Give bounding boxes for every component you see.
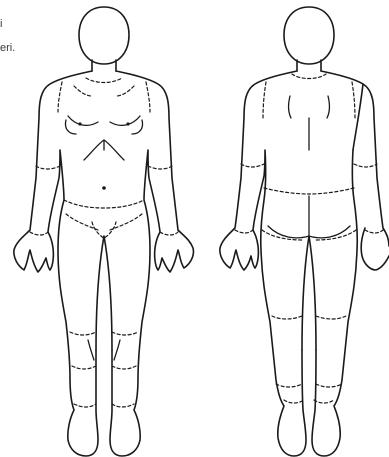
front-nipple-right (126, 122, 129, 125)
front-body-left-outline (14, 71, 98, 456)
front-knee-bottom-left (72, 366, 96, 369)
back-shoulder-left (263, 82, 266, 118)
front-groin-left (66, 214, 98, 230)
front-navel (102, 186, 106, 190)
front-head (79, 7, 129, 64)
front-neck-boundary (86, 78, 122, 83)
back-body-left-outline (220, 71, 306, 456)
front-knee-detail-left (88, 340, 94, 360)
front-ankle-right (112, 404, 134, 407)
front-waist (64, 200, 144, 208)
front-body-right-outline (110, 71, 193, 456)
front-neck (92, 60, 116, 71)
back-neck-boundary (292, 74, 326, 79)
back-body-figure (220, 7, 389, 456)
back-body-right-outline (312, 71, 389, 456)
front-body-figure (14, 7, 194, 456)
front-elbow-left (36, 166, 60, 169)
front-wrist-left (30, 232, 48, 235)
front-nipple-left (78, 122, 81, 125)
back-ankle-right (314, 400, 334, 403)
back-wrist-right (365, 230, 383, 233)
front-inner-legs (96, 236, 112, 350)
front-elbow-right (148, 166, 172, 169)
back-shoulder-right (352, 82, 355, 118)
back-scapula-right (327, 96, 329, 118)
back-head (284, 7, 334, 64)
back-calf-right (316, 384, 342, 387)
front-ankle-left (74, 404, 96, 407)
front-knee-detail-right (114, 340, 120, 360)
front-knee-bottom-right (112, 366, 136, 369)
front-clavicle-right (116, 86, 134, 96)
back-waist (264, 188, 354, 194)
back-elbow-right (354, 164, 377, 167)
front-shoulder-right (146, 82, 150, 112)
front-knee-top-right (112, 332, 138, 335)
back-elbow-left (241, 164, 264, 167)
front-shoulder-left (58, 82, 62, 112)
back-right-hand (361, 228, 389, 270)
back-inner-legs (302, 236, 316, 350)
front-clavicle-left (74, 86, 92, 96)
back-neck (297, 60, 321, 71)
front-groin-right (110, 214, 142, 230)
back-ankle-left (284, 400, 304, 403)
front-knee-top-left (70, 332, 96, 335)
front-wrist-right (160, 232, 178, 235)
back-knee-top-left (272, 316, 302, 319)
back-calf-left (276, 384, 302, 387)
back-wrist-left (235, 230, 253, 233)
back-knee-top-right (316, 316, 346, 319)
back-scapula-left (289, 96, 291, 118)
